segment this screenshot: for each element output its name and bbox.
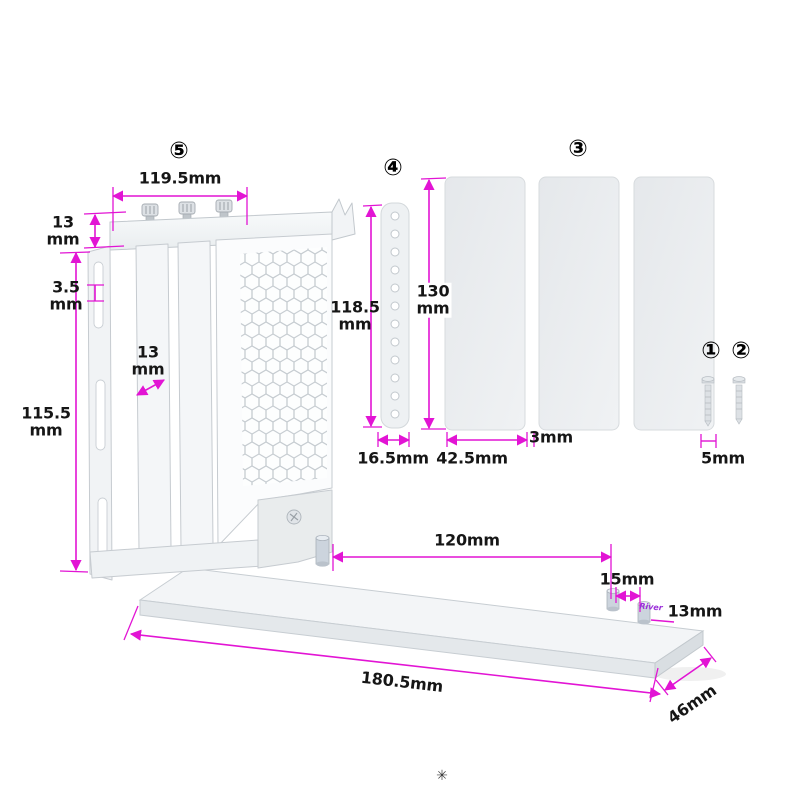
dim-screw-length-label: 5mm — [701, 448, 745, 468]
part-4-badge: ④ — [383, 155, 403, 181]
river-logo: River — [638, 601, 664, 613]
part-4-strip — [380, 202, 410, 429]
part-2-screw-icon — [732, 376, 746, 425]
dim-base-hole-span-label: 120mm — [434, 530, 500, 550]
dim-slat-gap-label: 13 mm — [131, 342, 165, 379]
thumbscrew-icon — [141, 203, 159, 225]
standoff-post — [637, 601, 651, 625]
part-5-badge: ⑤ — [169, 138, 189, 164]
footer-brand-glyph: ✳ — [436, 768, 448, 784]
standoff-post — [606, 588, 620, 612]
part-3-badge: ③ — [568, 136, 588, 162]
dim-top-width-label: 119.5mm — [138, 168, 222, 188]
dim-rail-height-label: 13 mm — [46, 212, 80, 249]
part-2-badge: ② — [731, 338, 751, 364]
dim-strip-height-label: 118.5 mm — [330, 297, 380, 334]
dim-plate-thickness-label: 3mm — [529, 427, 573, 447]
vertical-bracket — [87, 198, 356, 581]
standoff-post — [315, 535, 330, 567]
dim-standoff-gap-label: 15mm — [599, 569, 655, 589]
dim-small-slot-label: 3.5 mm — [49, 277, 83, 314]
phillips-screw-icon — [286, 509, 302, 525]
thumbscrew-icon — [178, 201, 196, 223]
dim-strip-width-label: 16.5mm — [357, 448, 429, 468]
dim-bracket-height-label: 115.5 mm — [21, 403, 71, 440]
part-3-plates — [444, 176, 715, 431]
part-1-badge: ① — [701, 338, 721, 364]
part-1-screw-icon — [701, 376, 715, 427]
dim-plate-width-label: 42.5mm — [436, 448, 508, 468]
dim-plate-height-label: 130 mm — [414, 281, 452, 318]
dim-edge-offset-label: 13mm — [667, 601, 723, 621]
